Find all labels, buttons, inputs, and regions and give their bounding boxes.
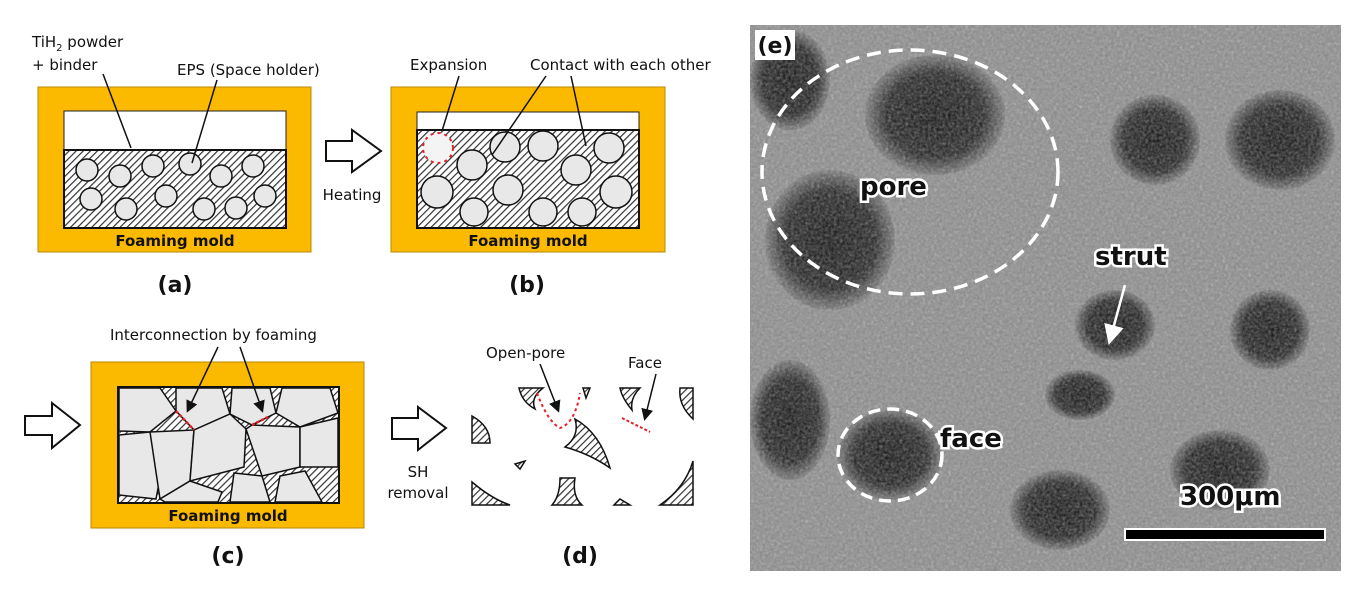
face-outline — [836, 407, 944, 503]
pointer-arrow — [641, 373, 657, 421]
label-strut: strut — [1095, 242, 1167, 272]
expanded-particle — [422, 132, 454, 164]
label-pore: pore — [860, 172, 927, 202]
interconnected-cells — [118, 387, 339, 503]
label-sh: SH — [408, 463, 429, 481]
label-binder: + binder — [32, 56, 98, 74]
scale-bar-label: 300μm — [1180, 482, 1281, 512]
process-arrow-icon — [325, 128, 383, 174]
mold-label: Foaming mold — [115, 232, 234, 250]
open-pore-mark — [536, 392, 581, 430]
pointer-line — [102, 73, 132, 149]
label-heating: Heating — [323, 186, 382, 204]
face-mark — [621, 417, 651, 433]
process-arrow-icon — [391, 405, 448, 453]
panel-d: Open-pore Face (d) — [471, 344, 694, 569]
strut-arrow — [1104, 284, 1127, 345]
label-face: face — [940, 424, 1002, 454]
eps-particles — [75, 152, 277, 221]
label-tih2-powder: TiH2 powder — [31, 33, 124, 54]
interconnection-mark — [251, 414, 271, 427]
expanded-eps-particles — [420, 130, 633, 227]
label-removal: removal — [387, 484, 448, 502]
pore-outline — [760, 48, 1060, 296]
panel-e-sem-image: (e) pore strut face 300μm — [750, 25, 1341, 571]
interconnection-mark — [175, 410, 195, 431]
label-eps-space-holder: EPS (Space holder) — [177, 61, 320, 79]
scale-bar — [1124, 528, 1326, 541]
mold-label: Foaming mold — [168, 507, 287, 525]
caption-e: (e) — [757, 34, 792, 59]
porous-struts — [471, 387, 694, 506]
pointer-line — [441, 75, 460, 132]
pointer-line — [491, 75, 547, 156]
label-expansion: Expansion — [410, 56, 487, 74]
pointer-arrow — [539, 363, 561, 413]
panel-b: Expansion Contact with each other Foamin… — [390, 56, 711, 298]
label-contact-with-each-other: Contact with each other — [530, 56, 711, 74]
label-open-pore: Open-pore — [486, 344, 565, 362]
panel-c: Interconnection by foaming Foaming mold … — [90, 326, 365, 569]
pointer-arrow — [239, 346, 265, 413]
pointer-line — [191, 79, 218, 164]
caption-c: (c) — [211, 544, 244, 569]
caption-b: (b) — [509, 273, 545, 298]
panel-a: TiH2 powder + binder EPS (Space holder) … — [31, 33, 320, 298]
pointer-line — [570, 75, 587, 147]
caption-e-box — [755, 30, 795, 60]
process-arrow-icon — [24, 400, 82, 451]
label-face: Face — [628, 354, 662, 372]
caption-a: (a) — [158, 273, 193, 298]
caption-d: (d) — [562, 544, 598, 569]
mold-label: Foaming mold — [468, 232, 587, 250]
label-interconnection-by-foaming: Interconnection by foaming — [110, 326, 317, 344]
pointer-arrow — [186, 346, 219, 413]
